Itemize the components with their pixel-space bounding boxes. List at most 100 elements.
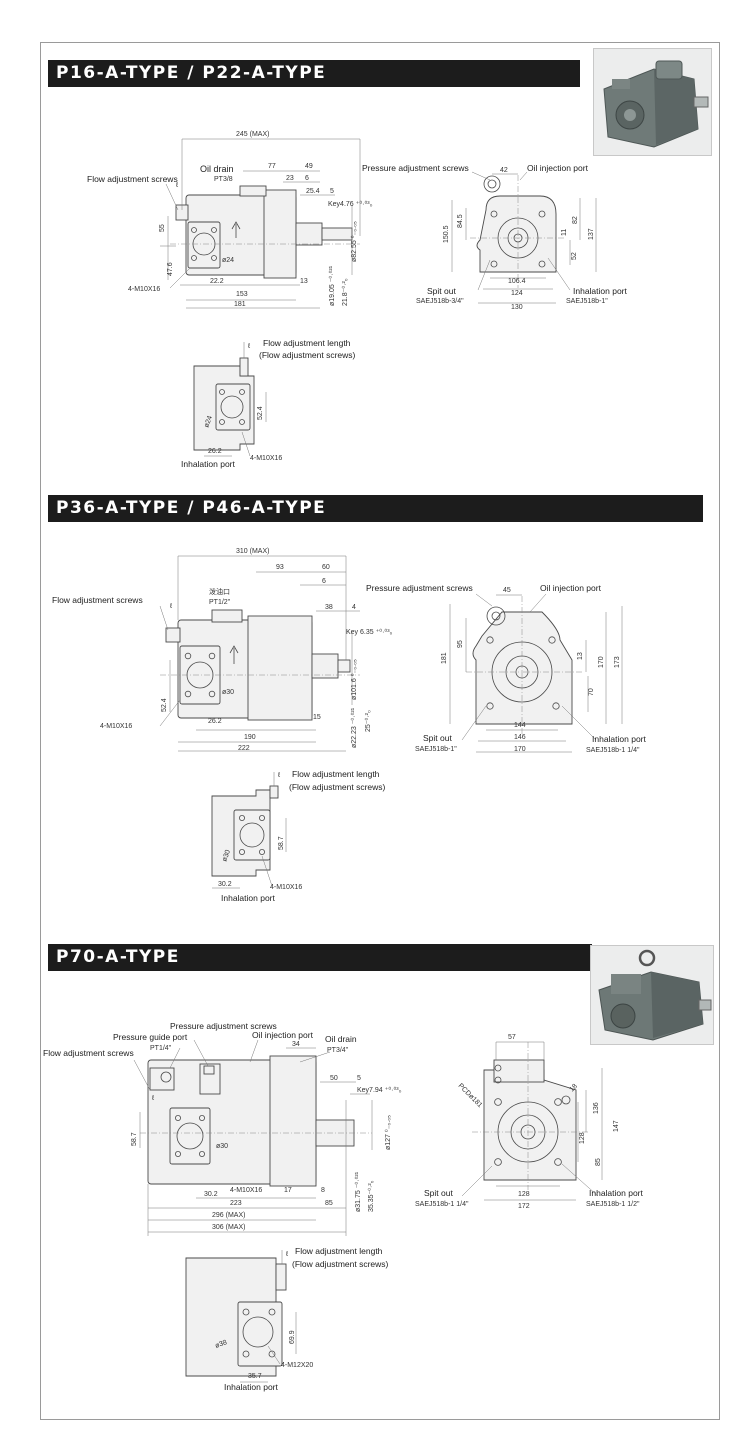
s1-dim-max-length: 245 (MAX) <box>236 131 269 138</box>
s1-d6: 6 <box>305 175 309 182</box>
s3-inhal2-label: Inhalation port <box>224 1382 279 1392</box>
s2-d25: 25⁻⁰·²₀ <box>364 710 372 732</box>
s3-d128: 128 <box>579 1132 586 1144</box>
s3-dia30: ø30 <box>216 1143 228 1150</box>
s2-bolt: 4-M10X16 <box>100 723 132 730</box>
s3-detail-ell: ℓ <box>285 1251 289 1258</box>
s1-d52: 52 <box>571 252 578 260</box>
s3-oil-inj-label: Oil injection port <box>252 1030 314 1040</box>
s1-key: Key4.76 ⁺⁰·⁰³₀ <box>328 200 373 208</box>
s1-detail-view <box>193 342 267 457</box>
s2-d6: 6 <box>322 578 326 585</box>
s2-dia30: ø30 <box>222 689 234 696</box>
s2-fal-label: Flow adjustment length <box>292 769 380 779</box>
s3-d85b: 85 <box>595 1158 602 1166</box>
s3-spit-sub: SAEJ518b-1 1/4" <box>415 1201 469 1208</box>
s3-flow-adj-label: Flow adjustment screws <box>43 1048 134 1058</box>
s3-fal-sub: (Flow adjustment screws) <box>292 1259 389 1269</box>
s3-front-view <box>461 1041 603 1201</box>
s2-d302: 30.2 <box>218 881 232 888</box>
s3-d223: 223 <box>230 1200 242 1207</box>
s3-ell: ℓ <box>151 1095 155 1102</box>
s1-front-view <box>451 171 597 304</box>
s1-d130: 130 <box>511 304 523 311</box>
s2-d587: 58.7 <box>278 836 285 850</box>
s3-d306: 306 (MAX) <box>212 1224 245 1231</box>
s1-bolt: 4-M10X16 <box>128 286 160 293</box>
s2-spit-sub: SAEJ518b-1" <box>415 746 457 753</box>
section-title-p36-p46: P36-A-TYPE / P46-A-TYPE <box>48 495 703 522</box>
s2-d144: 144 <box>514 722 526 729</box>
s1-d254: 25.4 <box>306 188 320 195</box>
s3-oil-drain-label: Oil drain <box>325 1034 357 1044</box>
section-title-p16-p22: P16-A-TYPE / P22-A-TYPE <box>48 60 580 87</box>
s2-d181: 181 <box>441 652 448 664</box>
s1-d13: 13 <box>300 278 308 285</box>
s1-d124: 124 <box>511 290 523 297</box>
s1-fal-sub: (Flow adjustment screws) <box>259 350 356 360</box>
s1-oil-inj-label: Oil injection port <box>527 163 589 173</box>
s3-d136: 136 <box>593 1102 600 1114</box>
s3-pcd: PCDø181 <box>457 1082 484 1109</box>
s3-key: Key7.94 ⁺⁰·⁰³₀ <box>357 1086 402 1094</box>
s2-d13: 13 <box>577 652 584 660</box>
s3-dia38: ø38 <box>214 1339 228 1350</box>
s3-d57: 57 <box>508 1034 516 1041</box>
s2-pressure-adj-label: Pressure adjustment screws <box>366 583 473 593</box>
s1-d1064: 106.4 <box>508 278 526 285</box>
s1-d5: 5 <box>330 188 334 195</box>
page-frame <box>40 42 720 1420</box>
s1-d23: 23 <box>286 175 294 182</box>
pump-photo-p16 <box>593 48 712 156</box>
s1-pressure-adj-label: Pressure adjustment screws <box>362 163 469 173</box>
s1-d1505: 150.5 <box>443 225 450 243</box>
s3-d357: 35.7 <box>248 1373 262 1380</box>
s2-side-view <box>159 555 360 752</box>
s2-d222: 222 <box>238 745 250 752</box>
s1-d476: 47.6 <box>167 262 174 276</box>
s1-d77: 77 <box>268 163 276 170</box>
s1-ell: ℓ <box>175 182 179 189</box>
s3-fal-label: Flow adjustment length <box>295 1246 383 1256</box>
s2-drain-sub: PT1/2" <box>209 599 231 606</box>
s2-d170b: 170 <box>514 746 526 753</box>
s1-dia24b: ø24 <box>203 415 214 429</box>
s1-fal-label: Flow adjustment length <box>263 338 351 348</box>
s3-pressure-guide-label: Pressure guide port <box>113 1032 188 1042</box>
s3-pressure-adj-label: Pressure adjustment screws <box>170 1021 277 1031</box>
s2-inhal-label: Inhalation port <box>592 734 647 744</box>
s3-d8: 8 <box>321 1187 325 1194</box>
s1-detail-ell: ℓ <box>247 343 251 350</box>
s1-d153: 153 <box>236 291 248 298</box>
s3-d5: 5 <box>357 1075 361 1082</box>
s1-dia8255: ø82.55 ⁰₋₀.₀₅ <box>350 221 358 262</box>
s3-d699: 69.9 <box>289 1330 296 1344</box>
s3-d85: 85 <box>325 1200 333 1207</box>
s1-oil-drain-label: Oil drain <box>200 164 234 174</box>
s2-dia2223: ø22.23 ⁻⁰·⁰²¹ <box>350 707 358 748</box>
s1-d524: 52.4 <box>257 406 264 420</box>
s2-spit-label: Spit out <box>423 733 452 743</box>
s3-d296: 296 (MAX) <box>212 1212 245 1219</box>
s2-front-view <box>449 593 623 753</box>
s1-d845: 84.5 <box>457 214 464 228</box>
s3-d587: 58.7 <box>131 1132 138 1146</box>
s2-key: Key 6.35 ⁺⁰·⁰³₀ <box>346 628 393 636</box>
s1-spit-sub: SAEJ518b-3/4" <box>416 298 464 305</box>
s1-inhal-sub: SAEJ518b-1" <box>566 298 608 305</box>
s2-flow-adj-label: Flow adjustment screws <box>52 595 143 605</box>
s2-d4: 4 <box>352 604 356 611</box>
s1-d218: 21.8⁻⁰·²₀ <box>341 278 349 306</box>
s3-detail-view <box>185 1250 297 1383</box>
s1-flow-adj-label: Flow adjustment screws <box>87 174 178 184</box>
s2-ell: ℓ <box>169 603 173 610</box>
s3-d17: 17 <box>284 1187 292 1194</box>
s3-d172: 172 <box>518 1203 530 1210</box>
s2-d60: 60 <box>322 564 330 571</box>
s1-inhal-label: Inhalation port <box>573 286 628 296</box>
s3-d128b: 128 <box>518 1191 530 1198</box>
s2-d93: 93 <box>276 564 284 571</box>
s2-inhal-sub: SAEJ518b-1 1/4" <box>586 747 640 754</box>
s2-d524: 52.4 <box>161 698 168 712</box>
